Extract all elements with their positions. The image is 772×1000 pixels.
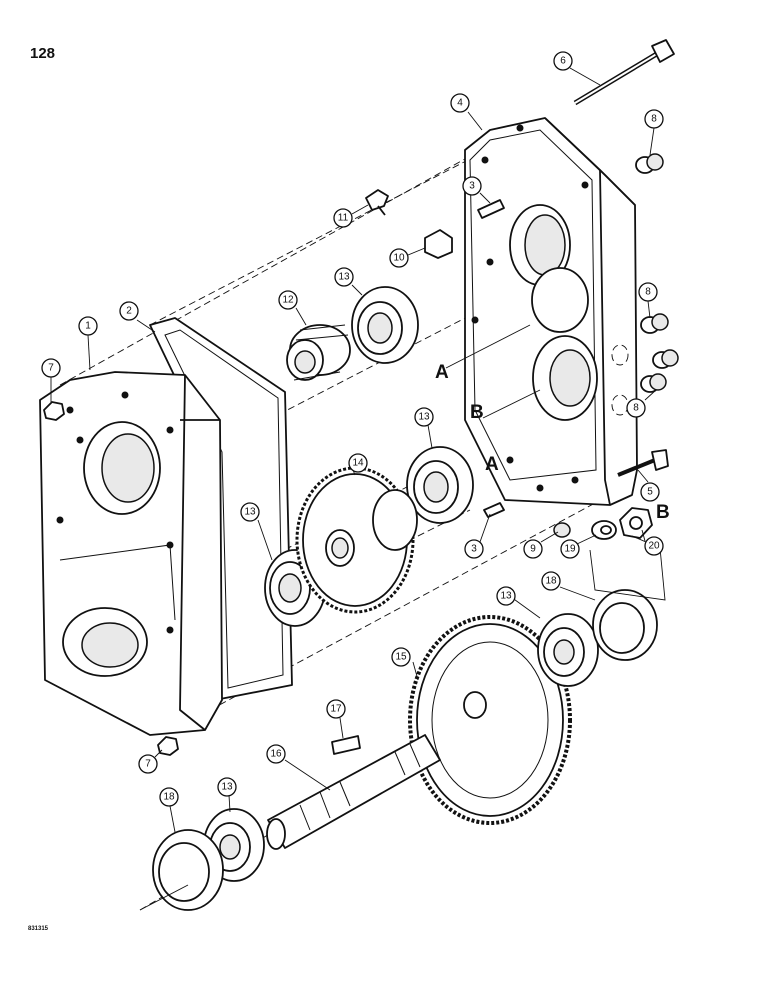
svg-text:10: 10 xyxy=(393,253,405,264)
svg-text:3: 3 xyxy=(469,181,475,192)
bolt-part-5 xyxy=(617,449,669,477)
callout-10: 10 xyxy=(389,248,409,268)
svg-text:18: 18 xyxy=(545,576,557,587)
bearing-part-13-middle xyxy=(406,446,474,524)
svg-text:8: 8 xyxy=(651,114,657,125)
reference-code: 831315 xyxy=(28,926,49,932)
small-gear-part-12 xyxy=(286,324,351,381)
svg-text:19: 19 xyxy=(564,544,576,555)
svg-text:5: 5 xyxy=(647,487,653,498)
dowel-pin-part-3-lower xyxy=(483,502,505,518)
svg-text:14: 14 xyxy=(352,458,364,469)
svg-text:4: 4 xyxy=(457,98,463,109)
callout-5: 5 xyxy=(640,482,660,502)
callout-16: 16 xyxy=(266,744,286,764)
callout-leader-lines xyxy=(50,67,666,911)
callout-11: 11 xyxy=(333,208,353,228)
bearing-part-13-right xyxy=(537,613,599,687)
seal-part-18-bottom xyxy=(152,829,224,911)
callout-18-right: 18 xyxy=(541,571,561,591)
svg-text:7: 7 xyxy=(145,759,151,770)
plug-part-8-top xyxy=(635,153,664,174)
callout-2: 2 xyxy=(119,301,139,321)
callout-1: 1 xyxy=(78,316,98,336)
fitting-part-10 xyxy=(424,229,453,259)
front-housing-part-1 xyxy=(39,371,223,736)
svg-text:1: 1 xyxy=(85,321,91,332)
nut-part-7-lower xyxy=(157,736,179,756)
output-shaft-part-16 xyxy=(266,734,441,850)
svg-text:13: 13 xyxy=(418,412,430,423)
callout-19: 19 xyxy=(560,539,580,559)
callout-8-top: 8 xyxy=(644,109,664,129)
callout-6: 6 xyxy=(553,51,573,71)
large-gear-part-15 xyxy=(408,615,572,825)
idler-gear-part-14 xyxy=(295,466,418,614)
svg-text:2: 2 xyxy=(126,306,132,317)
washer-part-19 xyxy=(591,520,617,540)
plug-part-8-lower xyxy=(640,349,679,393)
key-part-17 xyxy=(331,735,361,755)
plug-part-9 xyxy=(553,522,571,538)
callout-9: 9 xyxy=(523,539,543,559)
callout-14: 14 xyxy=(348,453,368,473)
callout-12: 12 xyxy=(278,290,298,310)
rear-housing-part-4 xyxy=(464,117,638,506)
callout-8-middle: 8 xyxy=(638,282,658,302)
bearing-part-13-upper xyxy=(351,286,419,364)
seal-part-18-right xyxy=(592,589,658,661)
svg-text:17: 17 xyxy=(330,704,342,715)
callout-13-bottom: 13 xyxy=(217,777,237,797)
svg-text:3: 3 xyxy=(471,544,477,555)
callout-13-left: 13 xyxy=(240,502,260,522)
callout-15: 15 xyxy=(391,647,411,667)
nut-part-20 xyxy=(619,507,653,539)
callout-20: 20 xyxy=(644,536,664,556)
svg-text:18: 18 xyxy=(163,792,175,803)
svg-text:7: 7 xyxy=(48,363,54,374)
section-letter-b-left: B xyxy=(470,402,484,423)
page-number: 128 xyxy=(30,45,55,62)
callout-7-upper: 7 xyxy=(41,358,61,378)
svg-text:13: 13 xyxy=(500,591,512,602)
plug-part-8-middle xyxy=(640,313,669,334)
svg-text:9: 9 xyxy=(530,544,536,555)
section-letter-a-right: A xyxy=(485,454,499,475)
svg-text:13: 13 xyxy=(244,507,256,518)
svg-text:20: 20 xyxy=(648,541,660,552)
svg-text:8: 8 xyxy=(645,287,651,298)
svg-text:13: 13 xyxy=(338,272,350,283)
callout-13-right: 13 xyxy=(496,586,516,606)
callout-4: 4 xyxy=(450,93,470,113)
nut-part-7-upper xyxy=(43,401,65,421)
svg-text:13: 13 xyxy=(221,782,233,793)
svg-text:6: 6 xyxy=(560,56,566,67)
section-letter-a-left: A xyxy=(435,362,449,383)
callout-17: 17 xyxy=(326,699,346,719)
svg-text:12: 12 xyxy=(282,295,294,306)
svg-text:11: 11 xyxy=(338,213,349,224)
svg-text:8: 8 xyxy=(633,403,639,414)
breather-part-11 xyxy=(365,189,389,216)
callout-7-lower: 7 xyxy=(138,754,158,774)
long-bolt-part-6 xyxy=(573,39,675,106)
callout-3-lower: 3 xyxy=(464,539,484,559)
callout-13-upper: 13 xyxy=(334,267,354,287)
dowel-pin-part-3-upper xyxy=(477,199,505,219)
callout-18-bottom: 18 xyxy=(159,787,179,807)
section-letter-b-right: B xyxy=(656,502,670,523)
callout-13-middle: 13 xyxy=(414,407,434,427)
callout-3-upper: 3 xyxy=(462,176,482,196)
svg-text:15: 15 xyxy=(395,652,407,663)
callout-8-lower: 8 xyxy=(626,398,646,418)
svg-text:16: 16 xyxy=(270,749,282,760)
